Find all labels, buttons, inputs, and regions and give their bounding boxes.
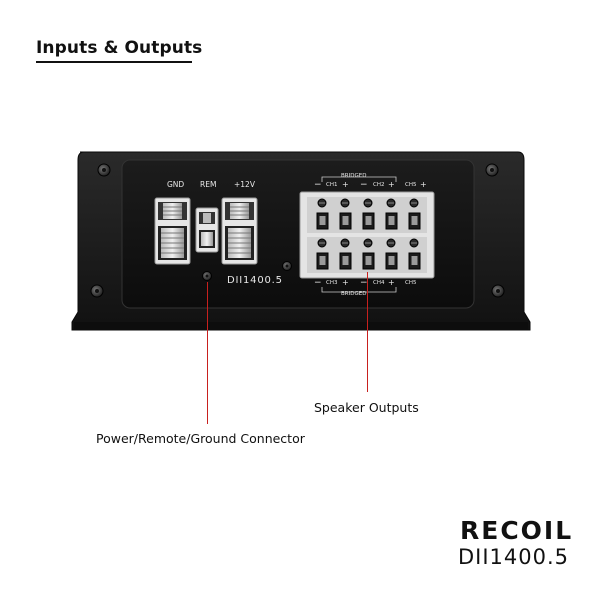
channel-label-bottom: CH3 [326,280,338,286]
corner-screw [485,163,499,177]
channel-label-top: CH5 [405,182,417,188]
plus12v-label: +12V [234,180,256,189]
rem-terminal [195,207,219,253]
speaker-socket-contact [365,256,372,265]
power-connector-callout: Power/Remote/Ground Connector [96,431,305,446]
corner-screw [491,284,505,298]
speaker-terminal-block [299,191,435,279]
speaker-socket-contact [388,216,395,225]
gnd-label: GND [167,180,184,189]
plus-sign: + [342,180,349,189]
channel-label-bottom: CH5 [405,280,417,286]
speaker-socket-contact [342,216,349,225]
channel-label-top: CH2 [373,182,384,188]
plus-sign: + [388,180,395,189]
bridged-bracket-top [321,176,397,182]
bridged-label-bottom: BRIDGED [341,291,366,297]
speaker-socket-contact [365,216,372,225]
bridged-label-top: BRIDGED [341,173,366,179]
speaker-socket-contact [319,216,326,225]
brand-logo: RECOIL [460,516,574,545]
bridged-bracket-bottom [321,287,397,293]
minus-sign: − [360,180,368,190]
section-heading: Inputs & Outputs [36,38,203,58]
plus-sign: + [388,278,395,287]
corner-screw [97,163,111,177]
speaker-outputs-callout: Speaker Outputs [314,400,419,415]
minus-sign: − [314,180,322,190]
model-plate-label: DII1400.5 [227,275,283,286]
channel-label-top: CH1 [326,182,337,188]
rem-label: REM [200,180,216,189]
corner-screw [90,284,104,298]
plus-sign: + [342,278,349,287]
speaker-callout-line [367,272,368,392]
speaker-socket-contact [388,256,395,265]
plus12v-terminal [221,197,258,265]
minus-sign: − [360,278,368,288]
minus-sign: − [314,278,322,288]
power-callout-line [207,282,208,424]
gnd-terminal [154,197,191,265]
speaker-socket-contact [342,256,349,265]
heading-underline [36,61,192,63]
channel-label-bottom: CH4 [373,280,385,286]
speaker-socket-contact [411,256,418,265]
speaker-socket-contact [319,256,326,265]
plus-sign: + [420,180,427,189]
speaker-socket-contact [411,216,418,225]
panel-screw [282,261,292,271]
panel-screw [202,271,212,281]
model-number: DII1400.5 [458,545,570,569]
